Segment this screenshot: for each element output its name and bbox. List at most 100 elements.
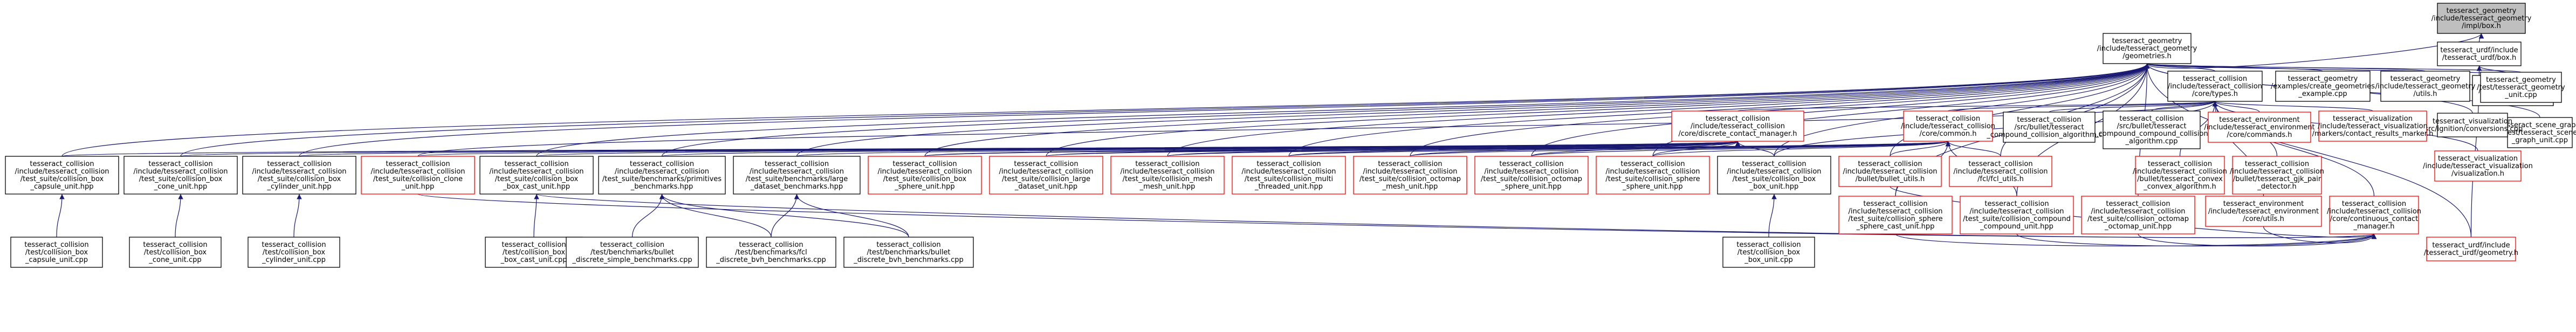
- node-vis-markers[interactable]: tesseract_visualization/include/tesserac…: [2312, 110, 2434, 142]
- node-label-line: /impl/box.h: [2462, 22, 2501, 30]
- node-label-line: /src/bullet/tesseract: [2014, 123, 2084, 132]
- node-compound-compound-algo[interactable]: tesseract_collision/src/bullet/tesseract…: [2094, 110, 2208, 149]
- node-label-line: /test/collision_box: [25, 248, 88, 257]
- edge-geometries-to-t-box-capsule: [61, 63, 2149, 157]
- node-vis-visualization[interactable]: tesseract_visualization/include/tesserac…: [2423, 150, 2533, 182]
- node-label-line: tesseract_collision: [24, 241, 88, 249]
- node-env-commands[interactable]: tesseract_environment/include/tesseract_…: [2204, 112, 2315, 143]
- node-geom-utils[interactable]: tesseract_geometry/include/tesseract_geo…: [2375, 71, 2476, 102]
- node-label-line: /include/tesseract_collision: [489, 168, 583, 176]
- node-label-line: /test_suite/collision_box: [139, 175, 223, 183]
- node-create-geometries[interactable]: tesseract_geometry/examples/create_geome…: [2271, 71, 2375, 102]
- node-b-discrete-simple[interactable]: tesseract_collision/test/benchmarks/bull…: [566, 237, 699, 268]
- node-label-line: _threaded_unit.hpp: [1254, 183, 1323, 191]
- node-label-line: /include/tesseract_environment: [2208, 208, 2319, 216]
- node-t-sphere-sphere[interactable]: tesseract_collision/include/tesseract_co…: [1596, 156, 1710, 195]
- node-t-box-box-cast[interactable]: tesseract_collision/include/tesseract_co…: [479, 156, 594, 195]
- node-t-compound-compound[interactable]: tesseract_collision/include/tesseract_co…: [1960, 196, 2074, 234]
- node-u-box-capsule[interactable]: tesseract_collision/test/collision_box_c…: [10, 237, 103, 268]
- node-vis-conversions[interactable]: tesseract_visualization/src/ignition/con…: [2422, 113, 2523, 137]
- node-compound-algo[interactable]: tesseract_collision/src/bullet/tesseract…: [1986, 112, 2112, 143]
- node-label-line: /bullet/bullet_utils.h: [1856, 175, 1925, 183]
- node-t-octomap-octomap[interactable]: tesseract_collision/include/tesseract_co…: [2081, 196, 2195, 234]
- node-label-line: _cone_unit.hpp: [154, 183, 207, 191]
- node-label-line: tesseract_collision: [148, 160, 212, 168]
- node-b-fcl-discrete-bvh[interactable]: tesseract_collision/test/benchmarks/fcl_…: [706, 237, 836, 268]
- node-label-line: /bullet/tesseract_convex: [2137, 175, 2223, 183]
- node-t-box-capsule[interactable]: tesseract_collision/include/tesseract_co…: [5, 156, 119, 195]
- node-label-line: /test/collision_box: [1737, 248, 1801, 257]
- node-label-line: /include/tesseract_collision: [2091, 208, 2185, 216]
- node-t-multi-threaded[interactable]: tesseract_collision/include/tesseract_co…: [1232, 156, 1346, 195]
- edge-t-box-cylinder-to-u-box-cylinder: [293, 193, 302, 238]
- node-label-line: _manager.h: [2353, 223, 2394, 231]
- node-bullet-gjk[interactable]: tesseract_collision/include/tesseract_co…: [2230, 156, 2324, 195]
- node-box: [2167, 71, 2263, 102]
- node-label-line: /test/collision_box: [263, 248, 326, 257]
- edge-geometries-to-t-box-cone: [180, 63, 2149, 157]
- node-label-line: /test_suite/collision_octomap: [1481, 175, 1582, 183]
- node-t-octomap-sphere[interactable]: tesseract_collision/include/tesseract_co…: [1474, 156, 1589, 195]
- node-t-octomap-mesh[interactable]: tesseract_collision/include/tesseract_co…: [1353, 156, 1467, 195]
- node-t-mesh-mesh[interactable]: tesseract_collision/include/tesseract_co…: [1110, 156, 1225, 195]
- node-common[interactable]: tesseract_collision/include/tesseract_co…: [1901, 110, 1995, 142]
- node-t-box-sphere[interactable]: tesseract_collision/include/tesseract_co…: [868, 156, 982, 195]
- node-geometries[interactable]: tesseract_geometry/include/tesseract_geo…: [2097, 33, 2197, 64]
- edge-common-to-t-sphere-sphere: [1652, 141, 1950, 157]
- node-discrete-mgr[interactable]: tesseract_collision/include/tesseract_co…: [1671, 110, 1804, 142]
- node-t-clone[interactable]: tesseract_collision/include/tesseract_co…: [361, 156, 475, 195]
- node-label-line: tesseract_collision: [1014, 160, 1078, 168]
- node-types[interactable]: tesseract_collision/include/tesseract_co…: [2167, 71, 2263, 102]
- node-t-large-dataset[interactable]: tesseract_collision/include/tesseract_co…: [989, 156, 1103, 195]
- node-box: [706, 237, 836, 268]
- node-t-sphere-sphere-cast[interactable]: tesseract_collision/include/tesseract_co…: [1838, 196, 1953, 234]
- node-primitives-bench[interactable]: tesseract_collision/include/tesseract_co…: [598, 156, 726, 195]
- edge-common-to-t-octomap-mesh: [1410, 141, 1950, 157]
- edge-layer: [56, 33, 2540, 247]
- node-label-line: /test_suite/collision_clone: [373, 175, 463, 183]
- node-label-line: /include/tesseract_collision: [1848, 208, 1942, 216]
- node-env-utils[interactable]: tesseract_environment/include/tesseract_…: [2205, 196, 2322, 227]
- edge-t-box-box-cast-to-u-box-box-cast: [533, 193, 539, 238]
- node-b-bullet-discrete-bvh[interactable]: tesseract_collision/test/benchmarks/bull…: [843, 237, 974, 268]
- edge-large-dataset-bench-to-b-bullet-discrete-bvh: [794, 193, 909, 238]
- node-large-dataset-bench[interactable]: tesseract_collision/include/tesseract_co…: [733, 156, 861, 195]
- node-fcl-utils[interactable]: tesseract_collision/include/tesseract_co…: [1949, 156, 2052, 187]
- node-t-box-cylinder[interactable]: tesseract_collision/include/tesseract_co…: [242, 156, 356, 195]
- node-u-box-cylinder[interactable]: tesseract_collision/test/collision_box_c…: [248, 237, 340, 268]
- node-root[interactable]: tesseract_geometry/include/tesseract_geo…: [2431, 3, 2532, 34]
- node-label-line: /fcl/fcl_utils.h: [1977, 175, 2024, 183]
- node-continuous-mgr[interactable]: tesseract_collision/include/tesseract_co…: [2327, 196, 2421, 234]
- node-bullet-utils[interactable]: tesseract_collision/include/tesseract_co…: [1838, 156, 1942, 187]
- node-box: [1949, 156, 2052, 187]
- node-box: [10, 237, 103, 268]
- node-box: [566, 237, 699, 268]
- node-u-box-cone[interactable]: tesseract_collision/test/collision_box_c…: [129, 237, 222, 268]
- node-box: [2434, 150, 2522, 182]
- node-label-line: _graph_unit.cpp: [2511, 136, 2568, 144]
- edge-geometries-to-geom-unit: [2145, 63, 2522, 73]
- node-label-line: /include/tesseract_geometry: [2097, 45, 2197, 53]
- node-layer: tesseract_geometry/include/tesseract_geo…: [5, 3, 2576, 268]
- node-label-line: tesseract_collision: [504, 160, 568, 168]
- node-label-line: tesseract_collision: [765, 160, 829, 168]
- node-urdf-geometry[interactable]: tesseract_urdf/include/tesseract_urdf/ge…: [2424, 237, 2518, 261]
- node-label-line: tesseract_collision: [1256, 160, 1321, 168]
- node-urdf-box[interactable]: tesseract_urdf/include/tesseract_urdf/bo…: [2437, 42, 2522, 66]
- node-label-line: _cone_unit.cpp: [148, 256, 201, 264]
- node-geom-unit[interactable]: tesseract_geometry/test/tesseract_geomet…: [2477, 72, 2565, 103]
- node-box: [989, 156, 1103, 195]
- node-t-box-cone[interactable]: tesseract_collision/include/tesseract_co…: [123, 156, 238, 195]
- node-bullet-convex[interactable]: tesseract_collision/include/tesseract_co…: [2133, 156, 2227, 195]
- node-box: [2437, 113, 2508, 137]
- node-t-box-box[interactable]: tesseract_collision/include/tesseract_co…: [1717, 156, 1831, 195]
- node-label-line: /markers/contact_results_marker.h: [2312, 130, 2434, 138]
- node-scene-graph-unit[interactable]: tesseract_scene_graph/test/tesseract_sce…: [2499, 117, 2576, 148]
- node-label-line: /test_suite/benchmarks/primitives: [602, 175, 722, 183]
- node-label-line: /include/tesseract_collision: [1605, 168, 1700, 176]
- node-label-line: /test_suite/collision_octomap: [2087, 215, 2189, 223]
- node-label-line: /examples/create_geometries: [2271, 82, 2375, 91]
- node-label-line: /test_suite/collision_box: [495, 175, 579, 183]
- node-u-box-box[interactable]: tesseract_collision/test/collision_box_b…: [1722, 237, 1815, 268]
- node-box: [2205, 196, 2322, 227]
